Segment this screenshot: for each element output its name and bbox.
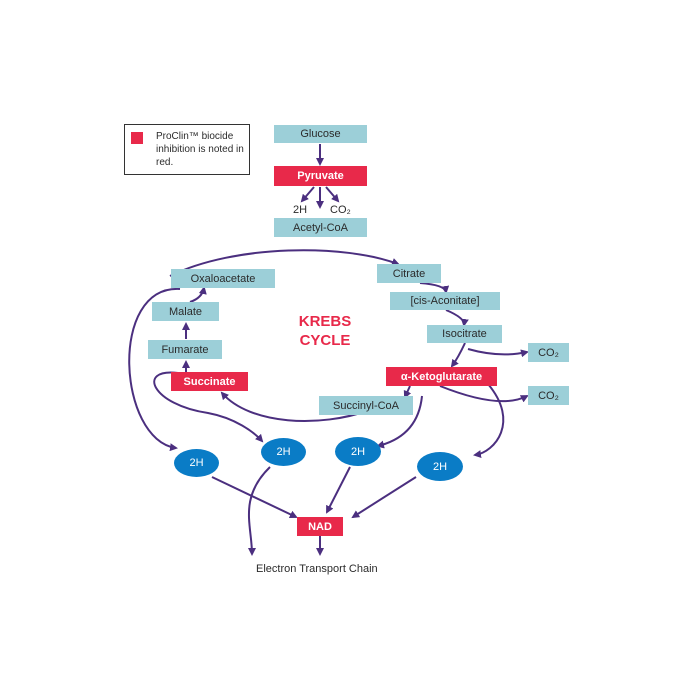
- legend: ProClin™ biocide inhibition is noted in …: [124, 124, 250, 175]
- node-succinyl-coa: Succinyl-CoA: [319, 396, 413, 415]
- arrow-akg-2h-4: [473, 383, 505, 459]
- arrow-succinylcoa-2h-3: [376, 395, 423, 449]
- arrow-2h1-nad: [211, 476, 298, 519]
- node-glucose: Glucose: [274, 125, 367, 143]
- node-nad: NAD: [297, 517, 343, 536]
- oval-2h-3: 2H: [335, 437, 381, 466]
- node-acetyl-coa: Acetyl-CoA: [274, 218, 367, 237]
- label-pyruvate-2h: 2H: [293, 204, 308, 216]
- arrow-isocitrate-akg: [450, 342, 466, 368]
- oval-2h-4: 2H: [417, 452, 463, 481]
- legend-text: ProClin™ biocide inhibition is noted in …: [156, 131, 244, 168]
- arrow-akg-succinylcoa: [403, 385, 412, 399]
- label-pyruvate-co2: CO₂: [330, 204, 351, 216]
- label-electron-transport-chain: Electron Transport Chain: [256, 563, 378, 575]
- arrow-succinylcoa-succinate: [220, 391, 371, 422]
- node-co2-1: CO₂: [528, 343, 569, 362]
- arrow-2h3-nad: [326, 466, 351, 514]
- oval-2h-2: 2H: [261, 438, 306, 466]
- arrow-malate-oxaloacetate: [189, 286, 207, 303]
- node-cis-aconitate: [cis-Aconitate]: [390, 292, 500, 310]
- node-oxaloacetate: Oxaloacetate: [171, 269, 275, 288]
- node-co2-2: CO₂: [528, 386, 569, 405]
- node-pyruvate: Pyruvate: [274, 166, 367, 186]
- arrow-pyruvate-co2: [325, 186, 340, 203]
- krebs-label-line1: KREBS: [298, 313, 352, 330]
- arrow-acetyl-citrate: [169, 249, 400, 277]
- krebs-cycle-label: KREBS CYCLE: [280, 312, 370, 350]
- arrow-cis-isocitrate: [445, 309, 469, 327]
- legend-swatch: [131, 132, 143, 144]
- arrow-succinate-2h-2: [153, 371, 264, 443]
- node-malate: Malate: [152, 302, 219, 321]
- node-citrate: Citrate: [377, 264, 441, 283]
- arrow-pyruvate-2h: [300, 186, 315, 203]
- arrow-oxaloacetate-2h-1: [128, 287, 181, 452]
- arrow-isocitrate-co2: [467, 348, 529, 358]
- node-isocitrate: Isocitrate: [427, 325, 502, 343]
- arrow-2h4-nad: [351, 476, 417, 519]
- node-fumarate: Fumarate: [148, 340, 222, 359]
- node-alpha-ketoglutarate: α-Ketoglutarate: [386, 367, 497, 386]
- arrow-citrate-cis: [419, 282, 450, 294]
- oval-2h-1: 2H: [174, 449, 219, 477]
- arrow-2h2-etc: [247, 466, 271, 556]
- krebs-label-line2: CYCLE: [299, 332, 351, 349]
- arrow-akg-co2: [439, 385, 529, 403]
- node-succinate: Succinate: [171, 372, 248, 391]
